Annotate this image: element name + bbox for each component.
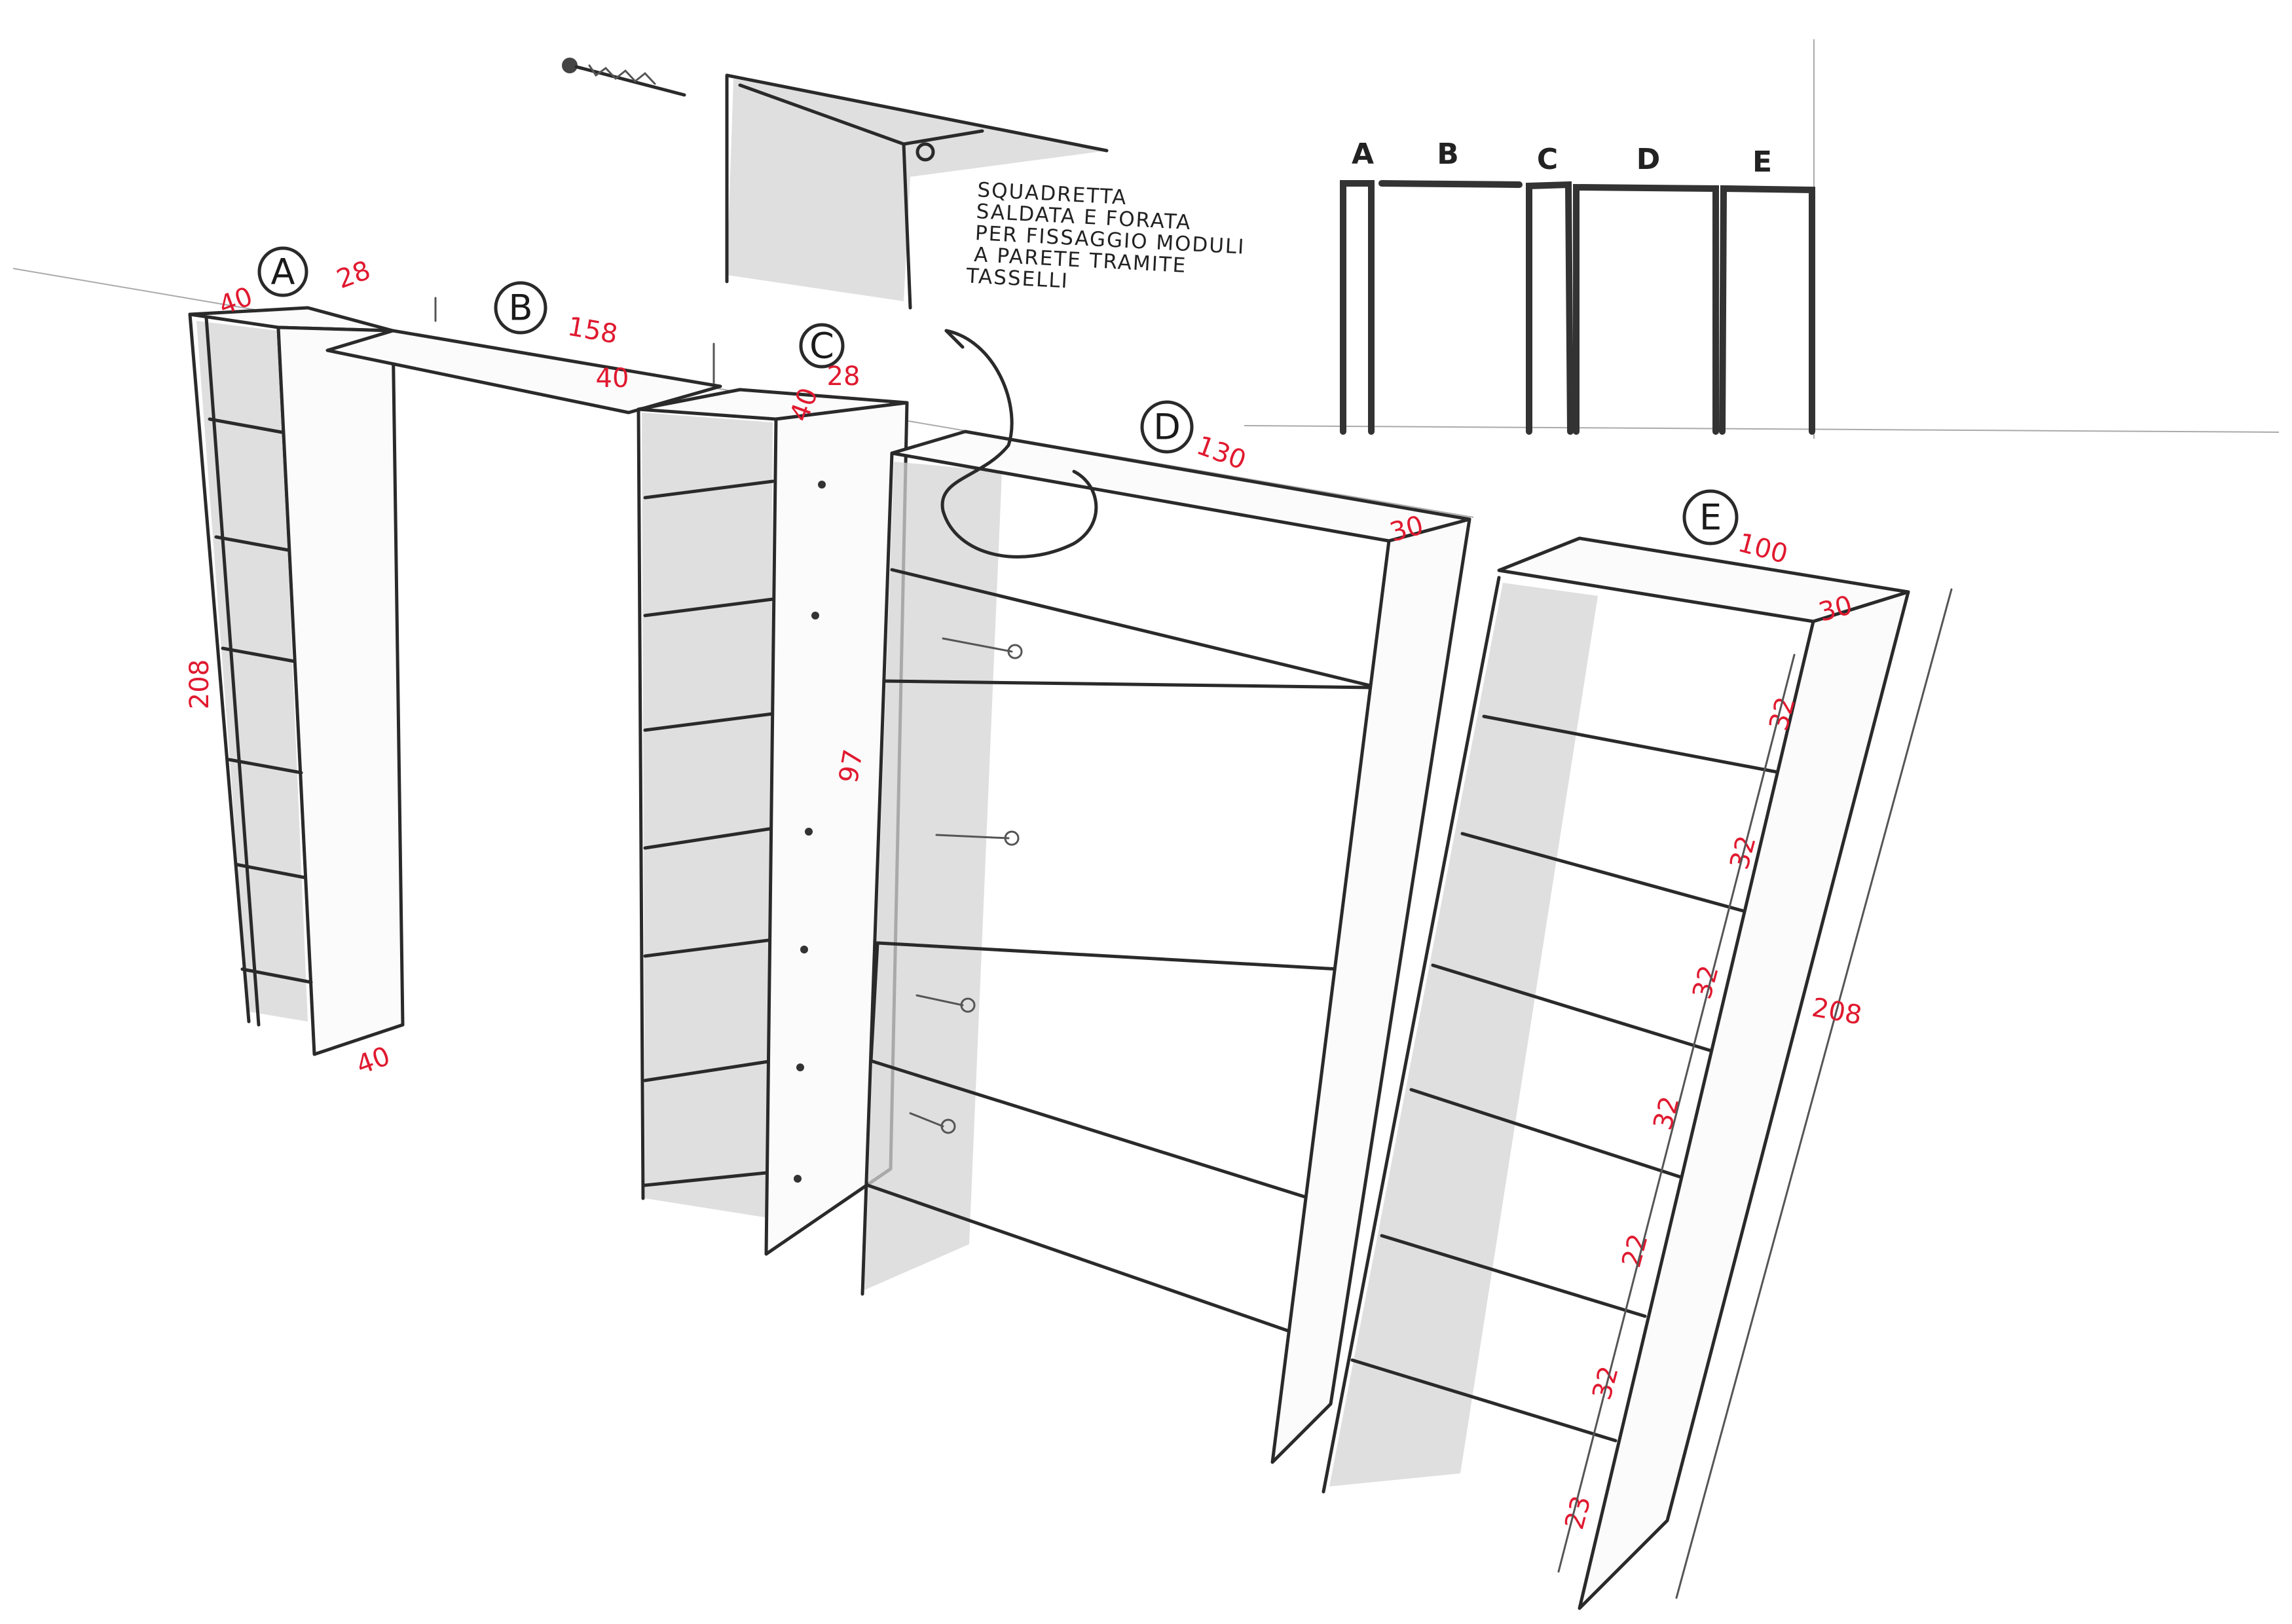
dim-c-width: 28: [827, 361, 860, 392]
dim-a-height: 208: [185, 659, 215, 709]
module-e-drawing: [1322, 536, 1953, 1610]
detail-callout-arrow: [940, 329, 1098, 559]
module-d-drawing: [860, 430, 1471, 1464]
dim-d-width: 130: [1192, 430, 1249, 475]
dim-a-bottom-depth: 40: [352, 1041, 394, 1081]
plan-view: A B C D E: [1340, 138, 1815, 435]
module-e-side-panel: [1578, 590, 1910, 1610]
plan-label-c: C: [1537, 143, 1558, 176]
dim-e-spacing: 22: [1616, 1230, 1654, 1270]
module-label-c: C: [809, 325, 834, 367]
plan-label-a: A: [1352, 138, 1374, 171]
note-line: TASSELLI: [965, 264, 1069, 293]
module-label-d: D: [1153, 407, 1181, 448]
bracket-detail: [562, 58, 1109, 310]
module-c-drawing: [637, 388, 909, 1256]
bracket-hole-icon: [915, 142, 935, 162]
arrow-head-icon: [944, 329, 965, 349]
screw-icon: [562, 58, 686, 97]
module-label-a: A: [271, 251, 295, 293]
dim-b-width: 158: [565, 312, 619, 350]
plan-label-b: B: [1437, 138, 1459, 171]
plan-label-d: D: [1636, 143, 1661, 176]
bracket-note: SQUADRETTA SALDATA E FORATA PER FISSAGGI…: [965, 178, 1246, 293]
module-b-drawing: [325, 297, 722, 415]
module-labels: A B C D E: [257, 246, 1739, 545]
module-label-e: E: [1699, 497, 1722, 538]
dim-b-depth: 40: [596, 363, 629, 394]
module-a-drawing: [188, 306, 405, 1056]
dim-a-width: 28: [333, 255, 375, 295]
dim-e-spacing: 32: [1587, 1363, 1625, 1403]
module-d-side-panel: [1270, 517, 1471, 1464]
module-label-b: B: [508, 287, 532, 329]
dim-c-side-height: 97: [834, 747, 869, 785]
module-a-side-panel: [276, 325, 405, 1056]
dim-e-height: 208: [1809, 993, 1864, 1031]
plan-label-e: E: [1752, 145, 1772, 179]
